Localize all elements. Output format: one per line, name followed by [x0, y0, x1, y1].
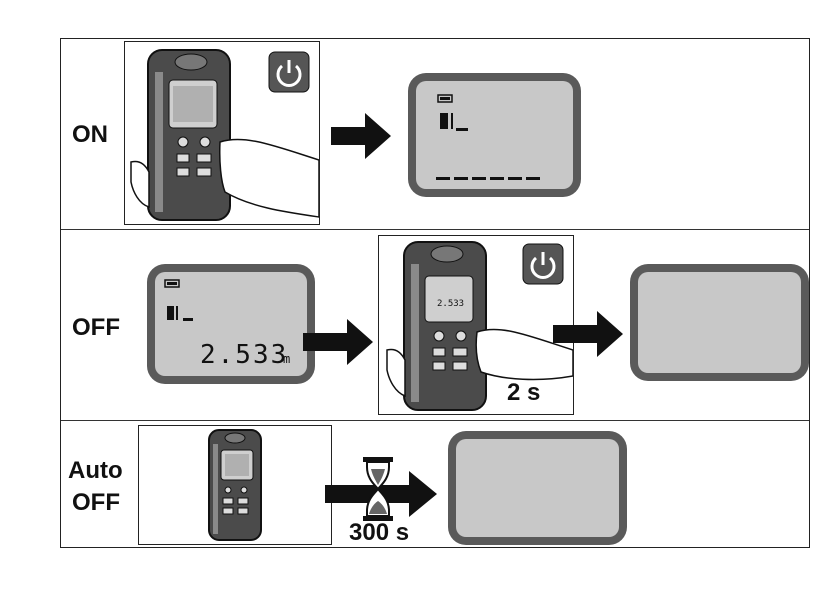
- row-divider: [61, 420, 809, 421]
- row-label-auto-off: OFF: [72, 489, 120, 517]
- device-on-photo: [124, 41, 320, 225]
- svg-text:2.533: 2.533: [437, 299, 464, 309]
- row-label-auto: Auto: [68, 457, 123, 485]
- timeout-label: 300 s: [349, 519, 409, 547]
- power-icon: [523, 244, 563, 284]
- row-divider: [61, 229, 809, 230]
- row-label-on: ON: [72, 121, 108, 149]
- measurement-reference-icon: [440, 113, 452, 129]
- lcd-blank-display: [638, 272, 801, 373]
- arrow-right-icon: [553, 309, 625, 359]
- arrow-right-icon: [331, 111, 393, 161]
- row-label-off: OFF: [72, 314, 120, 342]
- hold-time-label: 2 s: [507, 379, 540, 407]
- hourglass-icon: [361, 457, 395, 521]
- lcd-auto-off-display: [456, 439, 619, 537]
- arrow-right-icon: [303, 317, 375, 367]
- device-illustration: [148, 50, 230, 220]
- distance-value: 2.533: [200, 340, 288, 370]
- device-illustration: [209, 430, 261, 540]
- battery-icon: [165, 280, 179, 287]
- device-auto-off-photo: [138, 425, 332, 545]
- power-icon: [269, 52, 309, 92]
- device-off-photo: 2.533 2 s: [378, 235, 574, 415]
- distance-unit: m: [283, 352, 292, 366]
- lcd-off-before-display: 2.533 m: [155, 272, 307, 376]
- instruction-figure: ON: [60, 38, 810, 548]
- device-illustration: 2.533: [404, 242, 486, 410]
- measurement-reference-icon: [167, 306, 177, 320]
- battery-icon: [438, 95, 452, 102]
- lcd-on-display: [416, 81, 573, 189]
